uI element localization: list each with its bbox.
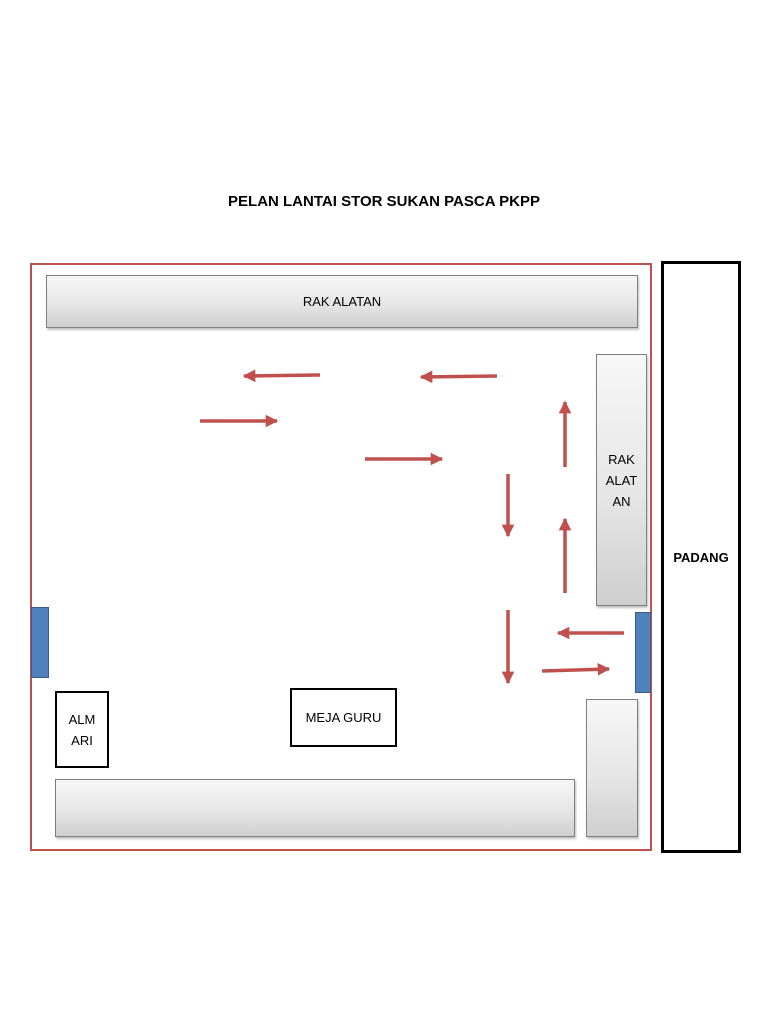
cabinet: ALM ARI xyxy=(55,691,109,768)
teacher-desk: MEJA GURU xyxy=(290,688,397,747)
field-area: PADANG xyxy=(661,261,741,853)
arrow-left-1 xyxy=(242,369,321,383)
shelf-bottom xyxy=(55,779,575,837)
door-left xyxy=(31,607,49,678)
teacher-desk-label: MEJA GURU xyxy=(305,710,382,725)
shelf-top-label: RAK ALATAN xyxy=(302,294,382,309)
arrow-right-3 xyxy=(541,663,611,676)
shelf-right: RAK ALAT AN xyxy=(596,354,647,606)
cabinet-label: ALM ARI xyxy=(68,711,96,748)
shelf-top: RAK ALATAN xyxy=(46,275,638,328)
arrow-left-2 xyxy=(419,370,498,384)
field-label: PADANG xyxy=(673,549,729,565)
page-title: PELAN LANTAI STOR SUKAN PASCA PKPP xyxy=(228,193,540,210)
store-room-outline xyxy=(30,263,652,851)
shelf-right-label: RAK ALAT AN xyxy=(605,451,638,509)
door-right xyxy=(635,612,651,693)
shelf-bottom-right xyxy=(586,699,638,837)
